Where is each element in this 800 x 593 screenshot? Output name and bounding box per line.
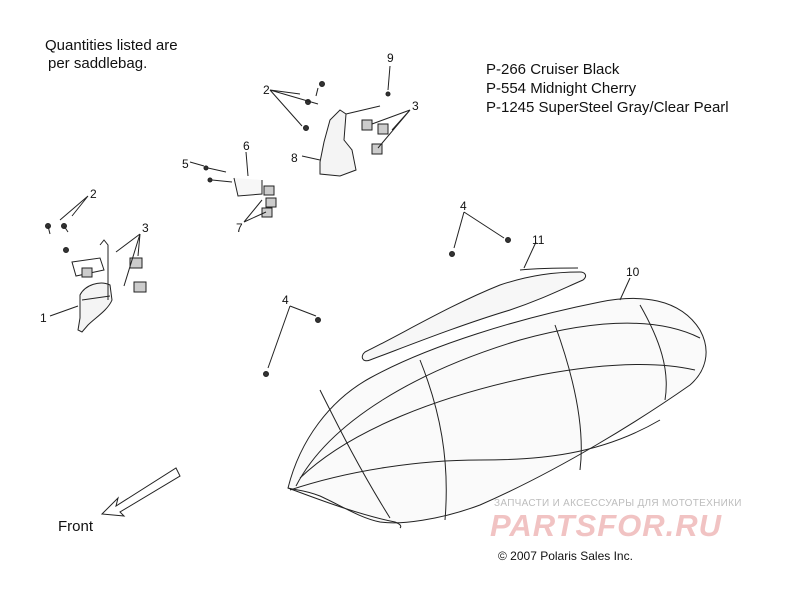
- color-option: P-1245 SuperSteel Gray/Clear Pearl: [486, 99, 729, 116]
- callout-6: 6: [243, 139, 250, 153]
- callout-4-left: 4: [282, 293, 289, 307]
- bracket-left: [45, 223, 147, 333]
- watermark-brand: PARTSFOR.RU: [490, 508, 723, 543]
- callout-5: 5: [182, 157, 189, 171]
- front-arrow: [100, 467, 181, 517]
- front-label: Front: [58, 518, 94, 535]
- callout-11: 11: [532, 233, 545, 247]
- callout-4-right: 4: [460, 199, 467, 213]
- seal-strip: [361, 267, 587, 362]
- saddlebag-lid: [287, 297, 707, 529]
- copyright-text: © 2007 Polaris Sales Inc.: [498, 549, 633, 563]
- watermark-tagline: ЗАПЧАСТИ И АКСЕССУАРЫ ДЛЯ МОТОТЕХНИКИ: [494, 498, 742, 509]
- callout-2-upper: 2: [263, 83, 270, 97]
- callout-2-left: 2: [90, 187, 97, 201]
- callout-10: 10: [626, 265, 640, 279]
- bracket-upper: [303, 81, 391, 177]
- callout-8: 8: [291, 151, 298, 165]
- callout-9: 9: [387, 51, 394, 65]
- quantities-note-line1: Quantities listed are: [45, 37, 178, 54]
- callout-3-upper: 3: [412, 99, 419, 113]
- color-option: P-554 Midnight Cherry: [486, 80, 637, 97]
- callout-7: 7: [236, 221, 243, 235]
- color-option: P-266 Cruiser Black: [486, 61, 620, 78]
- leader-lines: [49, 65, 631, 369]
- callout-3-left: 3: [142, 221, 149, 235]
- bracket-center: [203, 165, 277, 218]
- callout-1: 1: [40, 311, 47, 325]
- quantities-note-line2: per saddlebag.: [48, 55, 148, 72]
- fasteners-4: [263, 237, 511, 377]
- color-options-list: P-266 Cruiser Black P-554 Midnight Cherr…: [486, 60, 729, 117]
- callout-labels: 1 2 3 2 3 4 4 5 6 7 8 9 10 11: [40, 51, 640, 325]
